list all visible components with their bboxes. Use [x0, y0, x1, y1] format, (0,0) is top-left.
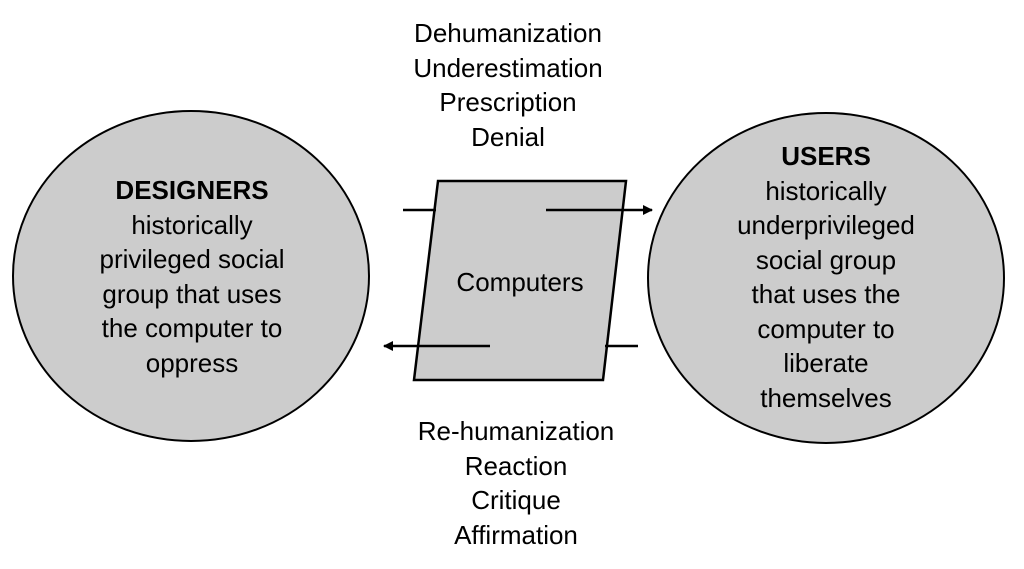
- bottom-term: Affirmation: [454, 519, 578, 550]
- designers-label: DESIGNERS historically privileged social…: [42, 173, 342, 380]
- computers-label-text: Computers: [456, 267, 584, 297]
- users-description-line: themselves: [760, 382, 892, 413]
- users-node: [647, 112, 1005, 444]
- bottom-term: Re-humanization: [417, 416, 615, 446]
- computers-node: [412, 179, 628, 382]
- top-terms-list: Dehumanization Underestimation Prescript…: [348, 16, 668, 154]
- users-description-line: that uses the: [751, 279, 901, 309]
- top-term: Denial: [471, 121, 545, 152]
- designers-description-line: privileged social: [99, 244, 285, 274]
- users-description-line: liberate: [783, 348, 869, 378]
- designers-description-line: historically: [131, 209, 253, 240]
- users-description-line: computer to: [757, 313, 895, 344]
- top-term: Prescription: [439, 87, 577, 117]
- bottom-term: Reaction: [464, 450, 568, 481]
- designers-node: [12, 110, 370, 442]
- designers-description-line: oppress: [145, 347, 239, 378]
- designers-description-line: the computer to: [101, 313, 283, 343]
- users-description-line: underprivileged: [737, 210, 915, 240]
- users-label: USERS historically underprivileged socia…: [676, 139, 976, 415]
- users-heading: USERS: [781, 141, 871, 171]
- top-term: Underestimation: [413, 52, 603, 83]
- users-description-line: social group: [755, 244, 897, 275]
- designers-heading: DESIGNERS: [115, 175, 269, 205]
- computers-label: Computers: [420, 265, 620, 300]
- top-term: Dehumanization: [414, 18, 602, 48]
- designers-description-line: group that uses: [102, 278, 282, 309]
- users-description-line: historically: [765, 175, 887, 206]
- bottom-term: Critique: [471, 485, 561, 515]
- bottom-terms-list: Re-humanization Reaction Critique Affirm…: [356, 414, 676, 552]
